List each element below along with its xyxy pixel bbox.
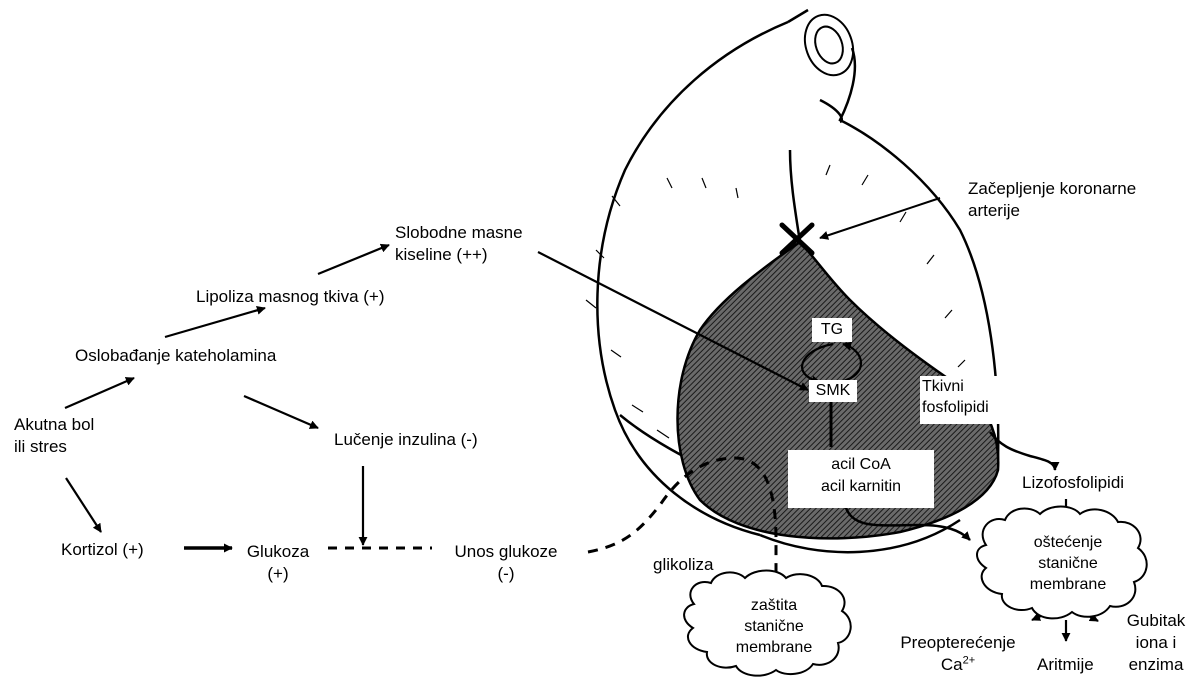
- label-smk: SMK: [809, 380, 857, 402]
- label-glikoliza: glikoliza: [653, 555, 714, 574]
- label-oslobadjanje: Oslobađanje kateholamina: [75, 346, 277, 365]
- tg-smk-cycle: [801, 341, 862, 447]
- label-zastita-membrane: zaštita stanične membrane: [735, 597, 813, 656]
- label-zacepljenje: Začepljenje koronarne arterije: [968, 179, 1137, 220]
- arrow-smk-to-heart: [537, 251, 809, 391]
- label-preopterecenje: Preopterećenje Ca2+: [900, 633, 1016, 674]
- arrow-oslobadjanje-lipoliza: [164, 305, 266, 339]
- label-lucenje-inzulina: Lučenje inzulina (-): [334, 430, 478, 449]
- heart-base-seam: [759, 518, 961, 554]
- label-lipoliza: Lipoliza masnog tkiva (+): [196, 287, 385, 306]
- label-akutna-bol: Akutna bol ili stres: [14, 415, 95, 456]
- label-tg: TG: [812, 318, 852, 342]
- label-aritmije: Aritmije: [1037, 655, 1094, 674]
- label-lizofosfolipidi: Lizofosfolipidi: [1022, 473, 1125, 492]
- cloud-zastita: [683, 569, 852, 677]
- heart-left-wall: [596, 20, 789, 537]
- dash-unos-glikoliza: [587, 456, 781, 593]
- arrow-acil-ostecenje: [843, 504, 971, 541]
- x-mark-icon: [779, 222, 815, 256]
- flow-arrows: [64, 243, 809, 553]
- heart-aorta-left: [787, 8, 809, 24]
- heart-right-wall: [838, 47, 1000, 461]
- arrow-akutna-kortizol: [65, 477, 102, 533]
- heart-outline: [596, 8, 1000, 554]
- label-acil: acil CoA acil karnitin: [788, 450, 934, 508]
- arrow-oslobadjanje-lucenje: [243, 394, 319, 430]
- label-kortizol: Kortizol (+): [61, 540, 144, 559]
- label-ostecenje-membrane: oštećenje stanične membrane: [1029, 534, 1107, 593]
- arrow-tkivni-lizo: [989, 431, 1060, 471]
- heart-texture: [585, 164, 966, 439]
- aorta-opening: [803, 13, 855, 77]
- cloud-ostecenje: [976, 505, 1148, 620]
- arrow-akutna-oslobadjanje: [64, 376, 135, 410]
- label-ca: Ca: [940, 655, 963, 674]
- label-slobodne-masne-kiseline: Slobodne masne kiseline (++): [395, 223, 523, 264]
- arrow-lipoliza-smk: [317, 243, 390, 276]
- coronary-artery: [788, 149, 802, 243]
- heart-aorta-right: [819, 98, 844, 124]
- label-gubitak: Gubitak iona i enzima: [1126, 611, 1186, 674]
- label-unos-glukoze: Unos glukoze (-): [454, 542, 558, 583]
- label-ca-superscript: 2+: [962, 654, 976, 667]
- label-tkivni-fosfolipidi: Tkivni fosfolipidi: [920, 376, 1004, 424]
- label-glukoza: Glukoza (+): [246, 542, 310, 583]
- arrow-zacepljenje: [819, 197, 941, 240]
